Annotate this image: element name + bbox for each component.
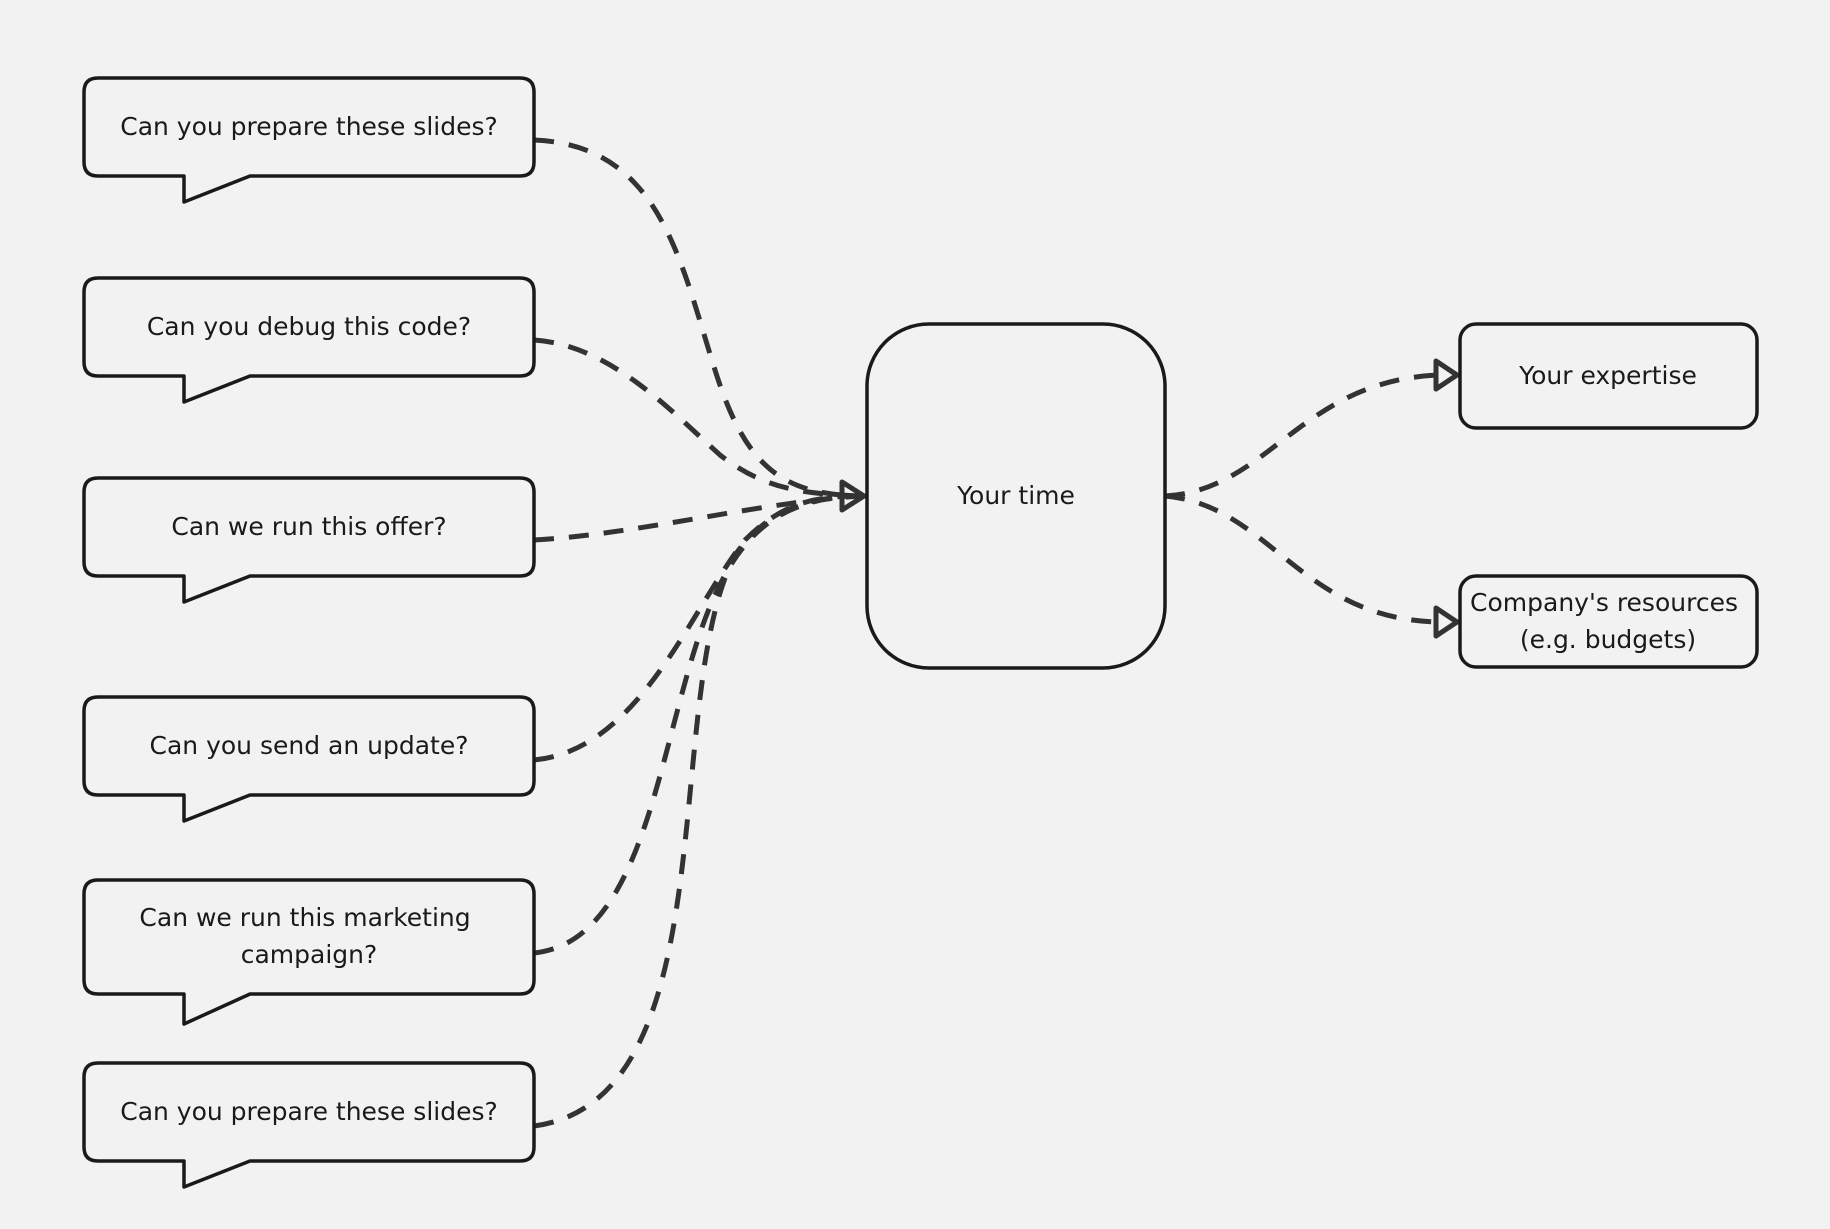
connector-request-2 bbox=[533, 337, 863, 499]
output-box bbox=[1458, 322, 1759, 430]
arrowhead-resources bbox=[1433, 605, 1460, 639]
output-your-expertise[interactable]: Your expertise bbox=[1458, 322, 1759, 430]
request-line: campaign? bbox=[241, 940, 378, 969]
request-text-6: Can you prepare these slides? bbox=[120, 1097, 498, 1126]
hub-label: Your time bbox=[956, 481, 1075, 510]
request-bubble-6[interactable]: Can you prepare these slides? bbox=[82, 1061, 536, 1189]
output-company-resources[interactable]: Company's resources (e.g. budgets) bbox=[1458, 574, 1759, 669]
output-box bbox=[1458, 574, 1759, 669]
connector-output-expertise bbox=[1164, 372, 1441, 499]
request-line: Can you prepare these slides? bbox=[120, 112, 498, 141]
request-bubble-2[interactable]: Can you debug this code? bbox=[82, 276, 536, 404]
request-line: Can we run this offer? bbox=[171, 512, 446, 541]
speech-bubble-shape bbox=[82, 276, 536, 404]
output-line: (e.g. budgets) bbox=[1520, 625, 1696, 654]
arrowhead-expertise bbox=[1433, 358, 1460, 392]
connector-request-6 bbox=[533, 493, 863, 1129]
request-text-5: Can we run this marketing campaign? bbox=[139, 903, 478, 969]
connectors-in bbox=[533, 137, 863, 1129]
request-text-1: Can you prepare these slides? bbox=[120, 112, 498, 141]
connector-output-resources bbox=[1164, 493, 1441, 625]
speech-bubble-shape bbox=[82, 1061, 536, 1189]
request-text-4: Can you send an update? bbox=[150, 731, 469, 760]
output-text-1: Your expertise bbox=[1518, 361, 1697, 390]
speech-bubble-shape bbox=[82, 476, 536, 604]
request-bubble-3[interactable]: Can we run this offer? bbox=[82, 476, 536, 604]
request-line: Can we run this marketing bbox=[139, 903, 470, 932]
request-line: Can you send an update? bbox=[150, 731, 469, 760]
speech-bubble-shape bbox=[82, 76, 536, 204]
arrowhead-hub bbox=[839, 479, 867, 513]
speech-bubble-shape bbox=[82, 695, 536, 823]
speech-bubble-shape bbox=[82, 878, 536, 1026]
request-bubble-5[interactable]: Can we run this marketing campaign? bbox=[82, 878, 536, 1026]
output-line: Your expertise bbox=[1518, 361, 1697, 390]
connectors-out bbox=[1164, 372, 1441, 625]
output-line: Company's resources bbox=[1470, 588, 1738, 617]
request-line: Can you debug this code? bbox=[147, 312, 471, 341]
output-text-2: Company's resources (e.g. budgets) bbox=[1470, 588, 1746, 654]
request-text-2: Can you debug this code? bbox=[147, 312, 471, 341]
hub-line: Your time bbox=[956, 481, 1075, 510]
request-text-3: Can we run this offer? bbox=[171, 512, 446, 541]
hub-box bbox=[865, 322, 1167, 670]
request-bubble-1[interactable]: Can you prepare these slides? bbox=[82, 76, 536, 204]
connector-request-1 bbox=[533, 137, 863, 499]
hub-your-time[interactable]: Your time bbox=[865, 322, 1167, 670]
request-bubble-4[interactable]: Can you send an update? bbox=[82, 695, 536, 823]
request-line: Can you prepare these slides? bbox=[120, 1097, 498, 1126]
